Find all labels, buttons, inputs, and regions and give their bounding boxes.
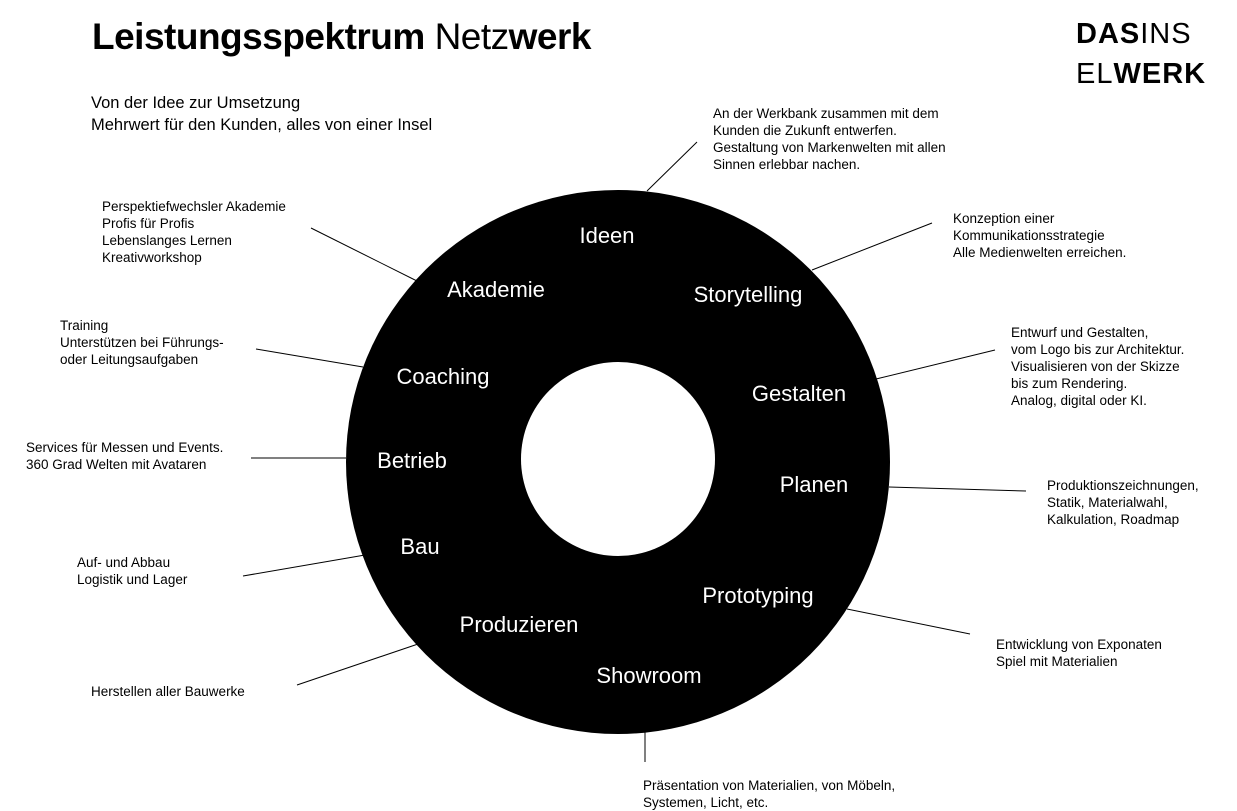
note-showroom: Präsentation von Materialien, von Möbeln… [643,777,895,811]
logo-line-2: ELWERK [1076,54,1206,94]
ring-hole [521,362,715,556]
note-line: Produktionszeichnungen, [1047,478,1199,493]
subtitle: Von der Idee zur Umsetzung Mehrwert für … [91,92,432,136]
leader-line-gestalten [875,349,996,380]
note-line: Services für Messen und Events. [26,440,224,455]
note-line: Training [60,318,109,333]
note-line: Entwurf und Gestalten, [1011,325,1149,340]
logo-part-ins: INS [1140,18,1192,50]
note-line: Konzeption einer [953,211,1055,226]
note-planen: Produktionszeichnungen, Statik, Material… [1047,477,1199,528]
note-bau: Auf- und Abbau Logistik und Lager [77,554,187,588]
note-line: Kommunikationsstrategie [953,228,1105,243]
note-line: Herstellen aller Bauwerke [91,684,245,699]
note-line: oder Leitungsaufgaben [60,352,199,367]
ring-label-produzieren: Produzieren [460,612,579,637]
note-line: Lebenslanges Lernen [102,233,232,248]
subtitle-line-2: Mehrwert für den Kunden, alles von einer… [91,116,433,134]
note-betrieb: Services für Messen und Events. 360 Grad… [26,439,223,473]
note-line: Analog, digital oder KI. [1011,393,1147,408]
subtitle-line-1: Von der Idee zur Umsetzung [91,94,301,112]
leader-line-prototyping [846,608,971,635]
note-line: Spiel mit Materialien [996,654,1118,669]
logo-part-el: EL [1076,58,1114,90]
leader-line-storytelling [811,222,933,271]
note-line: Kreativworkshop [102,250,202,265]
ring-label-betrieb: Betrieb [377,448,447,473]
note-line: Kunden die Zukunft entwerfen. [713,123,897,138]
note-line: bis zum Rendering. [1011,376,1128,391]
note-line: Perspektiefwechsler Akademie [102,199,286,214]
note-storytelling: Konzeption einer Kommunikationsstrategie… [953,210,1126,261]
note-ideen: An der Werkbank zusammen mit dem Kunden … [713,105,946,173]
title-light: Netz [434,16,510,57]
leader-line-akademie [310,227,418,282]
leader-line-produzieren [296,642,422,686]
note-line: An der Werkbank zusammen mit dem [713,106,939,121]
note-gestalten: Entwurf und Gestalten, vom Logo bis zur … [1011,324,1184,409]
note-prototyping: Entwicklung von Exponaten Spiel mit Mate… [996,636,1162,670]
brand-logo: DASINS ELWERK [1076,14,1206,94]
note-line: Statik, Materialwahl, [1047,495,1168,510]
note-line: Gestaltung von Markenwelten mit allen [713,140,946,155]
note-produzieren: Herstellen aller Bauwerke [91,683,245,700]
leader-lines [242,141,1027,762]
note-coaching: Training Unterstützen bei Führungs- oder… [60,317,224,368]
note-line: Visualisieren von der Skizze [1011,359,1180,374]
note-line: Profis für Profis [102,216,195,231]
leader-line-coaching [255,348,364,368]
ring-label-bau: Bau [400,534,439,559]
note-line: Logistik und Lager [77,572,188,587]
ring-label-planen: Planen [780,472,849,497]
note-akademie: Perspektiefwechsler Akademie Profis für … [102,198,286,266]
ring-label-storytelling: Storytelling [694,282,803,307]
note-line: Unterstützen bei Führungs- [60,335,224,350]
title-bold: Leistungsspektrum [92,16,425,57]
title-bold-end: werk [508,16,592,57]
logo-part-das: DAS [1076,18,1141,50]
logo-part-werk: WERK [1113,58,1207,90]
note-line: 360 Grad Welten mit Avataren [26,457,207,472]
note-line: Entwicklung von Exponaten [996,637,1162,652]
ring-label-gestalten: Gestalten [752,381,846,406]
note-line: Kalkulation, Roadmap [1047,512,1180,527]
leader-line-bau [242,554,366,577]
note-line: vom Logo bis zur Architektur. [1011,342,1185,357]
note-line: Alle Medienwelten erreichen. [953,245,1127,260]
ring-label-ideen: Ideen [579,223,634,248]
ring-label-akademie: Akademie [447,277,545,302]
logo-line-1: DASINS [1076,14,1206,54]
ring-label-coaching: Coaching [397,364,490,389]
note-line: Sinnen erlebbar nachen. [713,157,861,172]
ring-label-prototyping: Prototyping [702,583,813,608]
page-title: Leistungsspektrum Netzwerk [92,16,592,58]
note-line: Auf- und Abbau [77,555,171,570]
leader-line-ideen [646,141,698,192]
note-line: Präsentation von Materialien, von Möbeln… [643,778,896,793]
ring-labels: Ideen Storytelling Gestalten Planen Prot… [377,223,848,688]
note-line: Systemen, Licht, etc. [643,795,769,810]
ring-label-showroom: Showroom [596,663,701,688]
leader-line-planen [888,486,1027,492]
